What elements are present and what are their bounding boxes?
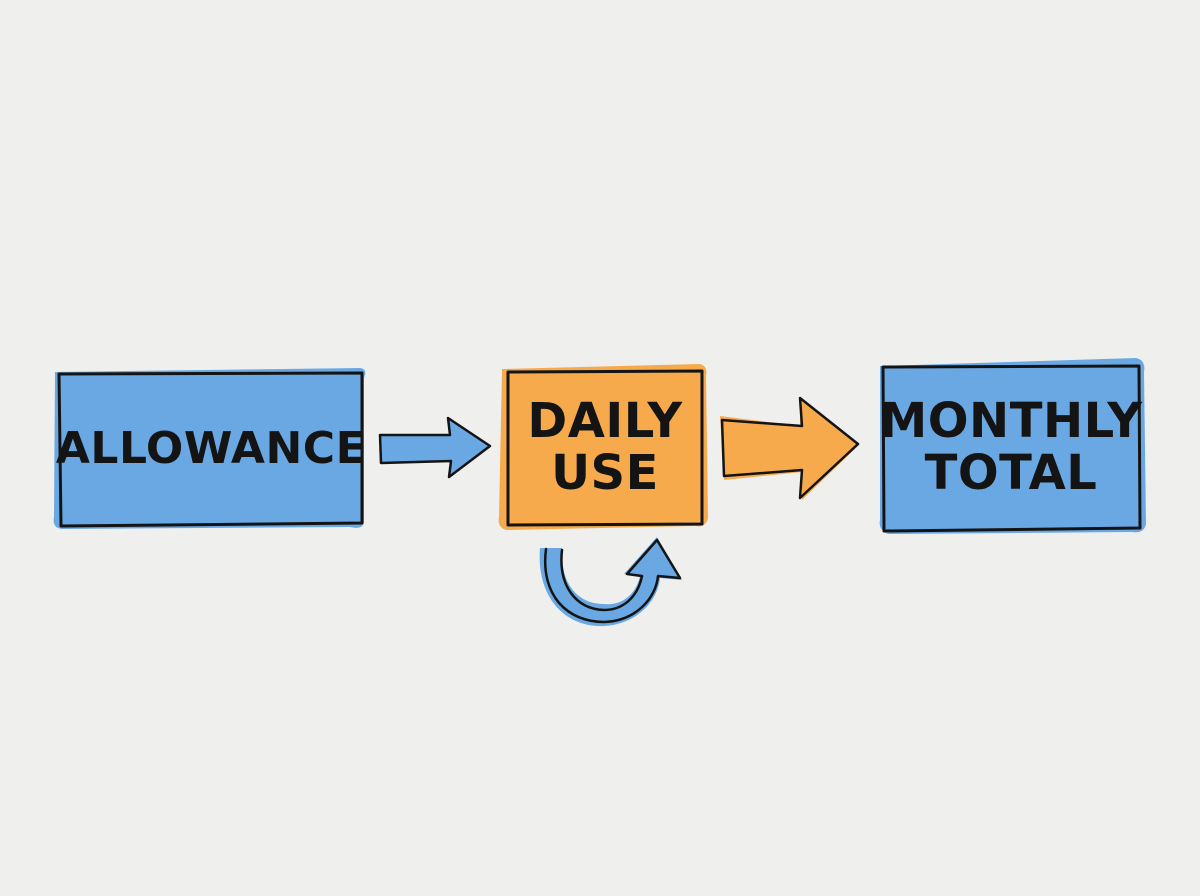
node-allowance-label: ALLOWANCE xyxy=(56,376,366,522)
node-monthly-total-label: MONTHLY TOTAL xyxy=(879,368,1142,528)
arrow-daily-to-monthly xyxy=(720,396,860,500)
node-allowance-outline xyxy=(57,371,364,528)
node-monthly-total-label-line-2: TOTAL xyxy=(924,445,1098,501)
loop-arrow-daily-use xyxy=(539,537,682,627)
loop-arrow-outline xyxy=(543,538,682,624)
node-allowance-label-line-1: ALLOWANCE xyxy=(55,423,367,475)
arrow-daily-to-monthly-outline xyxy=(720,396,860,500)
node-daily-use-label-line-2: USE xyxy=(551,445,659,501)
node-allowance xyxy=(53,368,366,529)
node-allowance-fill xyxy=(53,368,366,529)
node-daily-use-fill xyxy=(498,364,708,530)
node-daily-use-outline xyxy=(506,369,704,527)
arrow-allowance-to-daily-shape xyxy=(378,416,492,479)
node-monthly-total-fill xyxy=(879,358,1146,534)
arrow-allowance-to-daily xyxy=(378,416,492,479)
node-daily-use-label: DAILY USE xyxy=(508,372,702,524)
node-monthly-total xyxy=(879,358,1146,534)
node-monthly-total-label-line-1: MONTHLY xyxy=(879,393,1143,450)
node-daily-use-label-line-1: DAILY xyxy=(527,393,683,450)
arrow-daily-to-monthly-fill xyxy=(720,398,860,500)
node-daily-use xyxy=(498,364,708,530)
node-monthly-total-outline xyxy=(881,364,1142,533)
